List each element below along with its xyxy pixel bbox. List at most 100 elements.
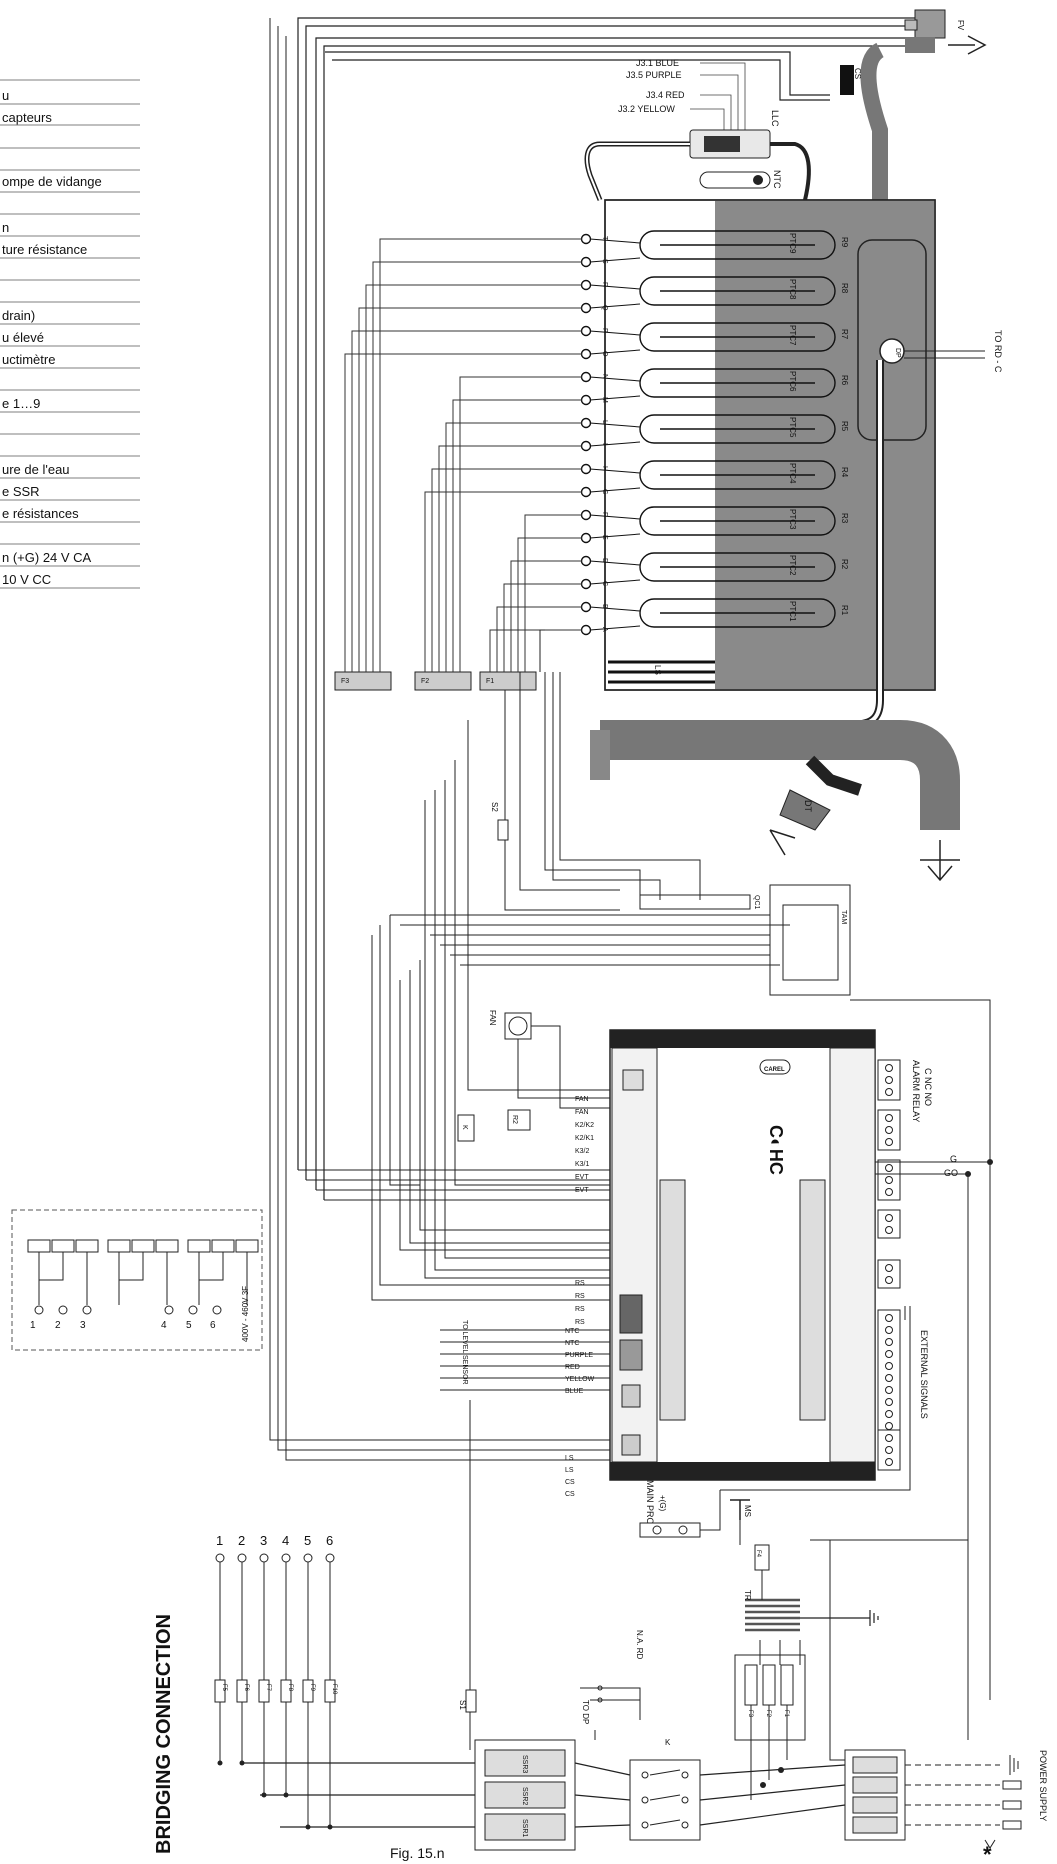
terminal-label: P: [601, 328, 608, 333]
screw-terminal: [885, 1264, 893, 1272]
bridging-terminal: [259, 1553, 269, 1563]
terminal-circle: [580, 509, 592, 521]
terminal-circle: [580, 417, 592, 429]
screw-terminal: [885, 1214, 893, 1222]
connector-label: F2: [421, 678, 429, 685]
legend-frag: e SSR: [2, 484, 40, 499]
dt-label: DT: [803, 800, 813, 812]
bridging-fuse-label: F9: [309, 1684, 315, 1692]
ptc-connector-wire: [365, 284, 582, 672]
bridging-inset: 1 2 3 4 5 6 400V - 460V 3F: [11, 1209, 263, 1351]
legend-frag: e résistances: [2, 506, 79, 521]
terminal-label: I: [601, 443, 608, 445]
connector-label: F1: [486, 678, 494, 685]
inset-num: 4: [161, 1320, 167, 1331]
res-label: R9: [840, 237, 849, 248]
junction-dot: [217, 1760, 223, 1766]
bridging-terminal: [303, 1553, 313, 1563]
ptc-connector-wire: [452, 399, 582, 672]
controller-terminal-label: FAN: [575, 1109, 589, 1116]
cylinder: [604, 199, 936, 691]
terminal-circle: [580, 302, 592, 314]
terminal-label: H: [601, 466, 608, 471]
ptc-wires: [344, 238, 582, 672]
res-label: R4: [840, 467, 849, 478]
junction-dot: [965, 1171, 971, 1177]
terminal-label: A: [601, 627, 608, 632]
ptc-element: [639, 322, 836, 352]
k-label: K: [665, 1738, 671, 1747]
screw-terminal: [885, 1064, 893, 1072]
ptc-label: PTC9: [788, 233, 797, 254]
screw-terminal: [885, 1410, 893, 1418]
terminal-lead: [589, 560, 641, 566]
controller-terminal-label: EVT: [575, 1174, 589, 1181]
terminal-circle: [580, 256, 592, 268]
controller-terminal-label: LS: [565, 1455, 574, 1462]
res-label: R5: [840, 421, 849, 432]
terminal-strip: [877, 1109, 901, 1151]
legend-frag: ompe de vidange: [2, 174, 102, 189]
ptc-connector-wire: [524, 514, 582, 672]
bridging-terminal: [325, 1553, 335, 1563]
terminal-label: Q: [601, 305, 608, 311]
outer-wires: [297, 17, 930, 1200]
drain-pipe: DT: [590, 360, 960, 882]
screw-terminal: [885, 1386, 893, 1394]
ptc-label: PTC5: [788, 417, 797, 438]
ptc-label: PTC7: [788, 325, 797, 346]
ntc-tube: [770, 142, 811, 201]
g0-label: GO: [944, 1168, 958, 1178]
inset-num: 2: [55, 1320, 61, 1331]
terminal-strip: [877, 1259, 901, 1289]
conductivity-sensor: CS: [840, 65, 862, 95]
to-rd-label: TO RD - C: [993, 330, 1003, 373]
screw-terminal: [885, 1398, 893, 1406]
legend-frag: ture résistance: [2, 242, 87, 257]
terminal-strip: [877, 1059, 901, 1101]
power-terminal-block: [844, 1749, 906, 1841]
terminal-circle: [580, 555, 592, 567]
bridging-terminal: [281, 1553, 291, 1563]
controller-terminal-label: CS: [565, 1491, 575, 1498]
ptc-label: PTC8: [788, 279, 797, 300]
junction-dot: [305, 1824, 311, 1830]
power-supply-lines: [905, 1755, 1022, 1849]
ms-label: MS: [743, 1505, 752, 1517]
cs-label: CS: [853, 68, 862, 79]
terminal-circle: [580, 233, 592, 245]
fan-label: FAN: [488, 1010, 497, 1026]
fuse-box: F3 F2 F1: [734, 1654, 806, 1741]
inset-voltage: 400V - 460V 3F: [241, 1286, 250, 1342]
transformer: F4 TR: [743, 1544, 879, 1632]
bridging-number: 3: [260, 1533, 267, 1548]
terminal-lead: [589, 376, 641, 382]
junction-dot: [760, 1782, 766, 1788]
legend-frag: n: [2, 220, 9, 235]
bridging-terminal: [237, 1553, 247, 1563]
bridging-number: 4: [282, 1533, 289, 1548]
terminal-lead: [589, 395, 641, 401]
controller-terminal-label: BLUE: [565, 1388, 584, 1395]
controller-terminal-label: K3/1: [575, 1161, 590, 1168]
legend-frag: capteurs: [2, 110, 52, 125]
terminal-lead: [589, 303, 641, 309]
res-label: R6: [840, 375, 849, 386]
controller-terminal-label: LS: [565, 1467, 574, 1474]
terminal-label: B: [601, 604, 608, 609]
ptc-element: [639, 552, 836, 582]
terminal-label: L: [601, 420, 608, 424]
wire-label: J3.4 RED: [646, 90, 685, 100]
s2-label: S2: [490, 802, 499, 812]
wire-label: J3.1 BLUE: [636, 58, 679, 68]
terminal-label: T: [601, 236, 608, 241]
ptc-connector-wire: [358, 307, 582, 672]
level-sensor: LS: [608, 660, 715, 684]
terminal-strip: [877, 1159, 901, 1201]
terminal-label: O: [601, 351, 608, 357]
bridging-number: 6: [326, 1533, 333, 1548]
terminal-lead: [589, 284, 641, 290]
